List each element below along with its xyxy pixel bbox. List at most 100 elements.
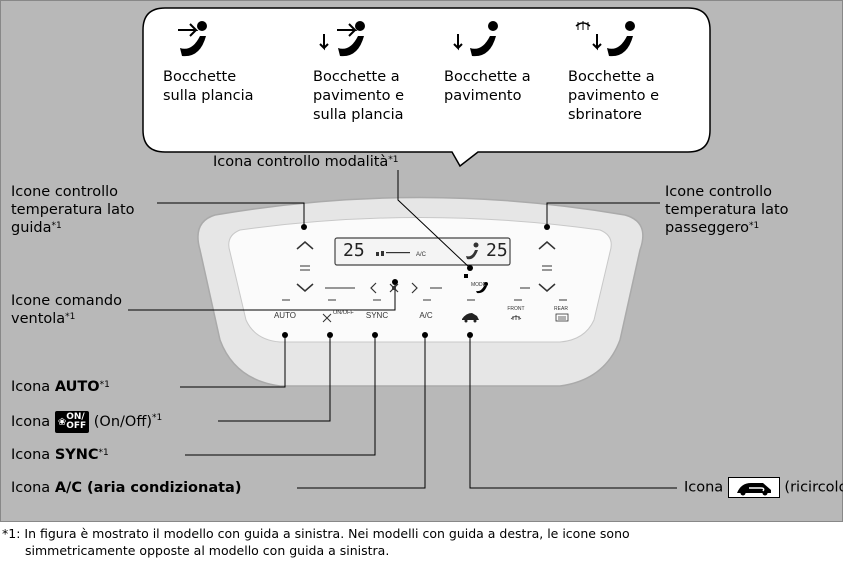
onoff-label: Icona ❀ON/OFF (On/Off)*1	[11, 411, 162, 433]
mode-label-floor-dashboard: Bocchette a pavimento e sulla plancia	[313, 68, 404, 125]
onoff-box-top: ON/	[66, 412, 85, 422]
fan-onoff-icon: ❀ON/OFF	[54, 411, 90, 433]
passenger-temp-label: Icone controllo temperatura lato passegg…	[665, 183, 789, 237]
mode-label-line: pavimento e	[313, 88, 405, 104]
footnote-mark: *1	[99, 380, 110, 390]
sync-label: Icona SYNC*1	[11, 446, 109, 464]
recirc-suffix: (ricircolo)	[784, 479, 843, 496]
auto-bold-text: AUTO	[54, 379, 100, 395]
passenger-temp-line: passeggero	[665, 220, 749, 236]
lcd-mode-label: MODE	[471, 282, 486, 288]
front-defrost-icon	[510, 315, 522, 320]
footnote-mark: *1	[151, 413, 163, 423]
mode-label-line: pavimento e	[568, 88, 660, 104]
mode-label-line: Bocchette a	[568, 69, 655, 85]
mode-label-floor: Bocchette a pavimento	[444, 68, 531, 106]
footnote-marker: *1:	[2, 526, 21, 541]
onoff-box-bottom: OFF	[66, 421, 87, 431]
leader-dots	[282, 224, 550, 338]
passenger-temp-down-icon	[538, 283, 556, 292]
lcd-fan-bars	[376, 251, 410, 256]
lcd-display	[334, 237, 511, 266]
driver-temp-line: Icone controllo	[11, 184, 119, 200]
fan-decrease-icon	[370, 282, 377, 294]
onoff-fan-icon	[322, 313, 332, 323]
sync-leader	[185, 335, 376, 456]
climate-panel-inner	[228, 217, 612, 343]
dashboard-vent-icon	[178, 21, 207, 57]
driver-temp-down-icon	[296, 283, 314, 292]
driver-temp-dash-icon	[300, 265, 310, 271]
driver-temp-up-icon	[296, 241, 314, 250]
driver-temp-label: Icone controllo temperatura lato guida*1	[11, 183, 135, 237]
auto-prefix: Icona	[11, 379, 55, 395]
mode-label-line: sulla plancia	[163, 88, 254, 104]
driver-temp-line: guida	[11, 220, 52, 236]
auto-leader	[180, 335, 286, 388]
ac-prefix: Icona	[11, 480, 55, 496]
footnote-mark: *1	[98, 448, 109, 458]
floor-dashboard-vent-icon	[319, 21, 365, 57]
rear-defrost-button[interactable]: REAR	[554, 306, 568, 312]
mode-label-line: sulla plancia	[313, 107, 404, 123]
ac-leader	[297, 335, 426, 489]
sync-button[interactable]: SYNC	[365, 311, 389, 320]
recirc-leader	[469, 335, 677, 489]
mode-control-label: Icona controllo modalità*1	[213, 153, 399, 171]
footnote-mark: *1	[748, 221, 760, 231]
lcd-mode-icon	[466, 242, 479, 260]
rear-defrost-icon	[555, 313, 569, 322]
footnote-line: In figura è mostrato il modello con guid…	[24, 526, 630, 541]
footnote-mark: *1	[65, 312, 76, 322]
mode-label-floor-defrost: Bocchette a pavimento e sbrinatore	[568, 68, 659, 125]
auto-label: Icona AUTO*1	[11, 378, 110, 396]
mode-control-text: Icona controllo modalità	[213, 154, 389, 170]
footnote-mark: *1	[51, 221, 62, 231]
mode-indicator-icon	[464, 274, 488, 294]
lcd-temp-left: 25	[343, 240, 365, 261]
passenger-temp-line: Icone controllo	[665, 184, 773, 200]
onoff-button[interactable]: ON/OFF	[333, 310, 354, 316]
lcd-temp-right: 25	[486, 240, 508, 261]
recirculation-button-icon	[462, 313, 479, 323]
recirculation-icon	[727, 477, 780, 498]
sync-bold-text: SYNC	[54, 447, 99, 463]
recirculation-car-icon	[736, 483, 771, 496]
lcd-ac-label: A/C	[416, 252, 427, 258]
fan-line: Icone comando	[11, 293, 122, 309]
fan-label: Icone comando ventola*1	[11, 292, 122, 328]
ac-button[interactable]: A/C	[419, 311, 433, 320]
front-defrost-button[interactable]: FRONT	[507, 306, 525, 312]
recirc-prefix: Icona	[684, 479, 728, 496]
mode-label-line: Bocchette a	[313, 69, 400, 85]
mode-label-dashboard: Bocchette sulla plancia	[163, 68, 254, 106]
fan-leader	[128, 282, 396, 311]
ac-label: Icona A/C (aria condizionata)	[11, 479, 241, 497]
passenger-temp-leader	[546, 202, 660, 227]
footnote-line: simmetricamente opposte al modello con g…	[25, 543, 390, 558]
floor-vent-icon	[453, 21, 498, 57]
passenger-temp-line: temperatura lato	[665, 202, 789, 218]
onoff-suffix: (On/Off)	[89, 414, 152, 430]
ac-bold-text: A/C	[54, 480, 82, 496]
driver-temp-leader	[157, 202, 305, 227]
fan-icon	[389, 283, 399, 293]
passenger-temp-up-icon	[538, 241, 556, 250]
auto-button[interactable]: AUTO	[273, 311, 297, 320]
floor-defrost-vent-icon	[575, 21, 635, 57]
footnote: *1: In figura è mostrato il modello con …	[2, 525, 630, 559]
footnote-mark: *1	[388, 155, 399, 165]
driver-temp-line: temperatura lato	[11, 202, 135, 218]
passenger-temp-dash-icon	[542, 265, 552, 271]
sync-prefix: Icona	[11, 447, 55, 463]
mode-leader	[397, 170, 471, 269]
mode-label-line: Bocchette a	[444, 69, 531, 85]
mode-callout-bubble	[142, 7, 711, 168]
recirc-label: Icona (ricircolo)*1	[684, 477, 843, 498]
ac-suffix: (aria condizionata)	[81, 480, 242, 496]
mode-label-line: Bocchette	[163, 69, 237, 85]
leader-lines	[128, 170, 677, 489]
fan-increase-icon	[411, 282, 418, 294]
